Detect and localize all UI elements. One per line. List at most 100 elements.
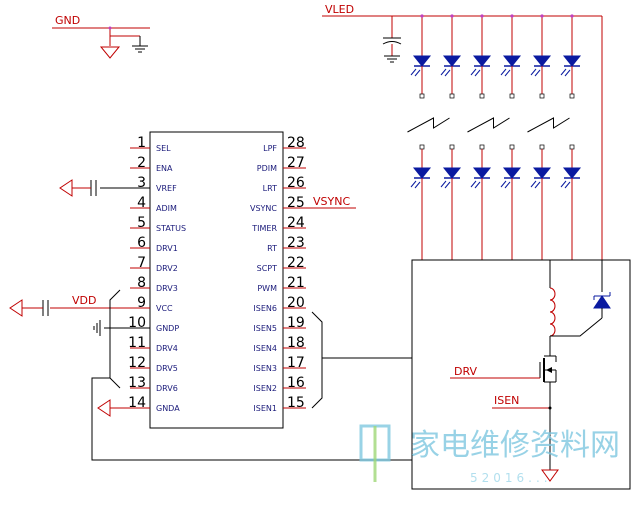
led-icon [560,55,582,77]
ic-pin-number: 14 [128,395,146,411]
drv-bus-wire [91,377,412,461]
led-icon [410,167,432,189]
ic-pin-number: 24 [287,215,305,231]
gndp-net [93,320,150,336]
break-mark-icon [407,117,450,133]
ic-pin-name: ISEN6 [253,304,277,313]
ic-pin-name: TIMER [251,224,277,233]
ic-pin-name: VSYNC [250,204,277,213]
ic-pin-number: 4 [137,195,146,211]
ic-pin-name: VREF [156,184,177,193]
ic-pin-name: ISEN2 [253,384,277,393]
vdd-net: VDD [9,294,150,317]
ic-pin-number: 25 [287,195,305,211]
ic-pin-name: DRV3 [156,284,178,293]
ic-pin-number: 11 [128,335,146,351]
drv-label: DRV [454,365,478,378]
ic-body [149,131,284,429]
boost-diode-icon [593,295,611,309]
led-icon [440,167,462,189]
ic-pin-number: 5 [137,215,146,231]
gnd-triangle-icon [59,179,73,197]
gnd-triangle-icon [97,399,111,417]
led-icon [530,55,552,77]
ic-pin-number: 28 [287,135,305,151]
ic-pin-name: LRT [263,184,277,193]
gnd-triangle-icon [9,299,23,317]
led-icon [500,55,522,77]
ic-pin-number: 6 [137,235,146,251]
ic-pin-number: 21 [287,275,305,291]
led-icon [410,55,432,77]
watermark-url: 52016... [470,471,552,485]
ic-pin-name: DRV4 [156,344,178,353]
power-stage-box [411,259,631,490]
led-icon [530,167,552,189]
watermark: 家电维修资料网 52016... [359,424,620,485]
ic-pin-name: DRV6 [156,384,178,393]
ic-pin-number: 18 [287,335,305,351]
ic-pin-number: 22 [287,255,305,271]
vref-net [59,179,150,197]
vled-label: VLED [325,3,354,16]
ic-pin-number: 7 [137,255,146,271]
gnd-triangle-icon [541,469,559,482]
ic-pin-name: PDIM [257,164,277,173]
ic-pin-name: SCPT [257,264,277,273]
break-mark-icon [467,117,510,133]
ic-pin-name: ADIM [156,204,177,213]
ic-pin-name: ISEN4 [253,344,277,353]
ic-pin-number: 15 [287,395,305,411]
ic-pin-name: GNDP [156,324,179,333]
gnd-label: GND [55,14,80,27]
ic-pin-number: 17 [287,355,305,371]
led-icon [500,167,522,189]
ic-pin-number: 16 [287,375,305,391]
led-icon [560,167,582,189]
ic-pin-number: 1 [137,135,146,151]
ic-pin-name: SEL [156,144,171,153]
ic-pin-name: DRV1 [156,244,178,253]
ic-pin-name: LPF [263,144,277,153]
ic-pin-name: GNDA [156,404,180,413]
isen-bus-bracket [311,311,323,409]
ic-pin-number: 12 [128,355,146,371]
ic-pin-number: 3 [137,175,146,191]
ic-pin-number: 10 [128,315,146,331]
led-strings [407,14,582,260]
ic-pin-name: ISEN3 [253,364,277,373]
ic-pin-name: RT [267,244,277,253]
vdd-label: VDD [72,294,96,307]
watermark-title: 家电维修资料网 [410,428,620,463]
ic-pin-number: 23 [287,235,305,251]
ic-pin-number: 27 [287,155,305,171]
ic-pin-name: STATUS [156,224,186,233]
ic-pin-name: ENA [156,164,173,173]
vled-net: VLED [322,3,603,260]
led-icon [470,167,492,189]
ic-pin-number: 8 [137,275,146,291]
ic-pin-number: 2 [137,155,146,171]
ic-pin-number: 13 [128,375,146,391]
drv-bus-bracket [109,289,121,389]
ic-pin-name: PWM [257,284,277,293]
ic-pin-name: DRV5 [156,364,178,373]
ic-pin-number: 19 [287,315,305,331]
boost-circuit: DRV ISEN [450,260,611,482]
vsync-label: VSYNC [313,195,350,208]
gnda-net [97,399,150,417]
isen-label: ISEN [494,394,519,407]
led-icon [440,55,462,77]
ic-pin-name: ISEN5 [253,324,277,333]
gnd-net: GND [52,14,150,59]
inductor-icon [549,287,556,337]
ic-pin-name: DRV2 [156,264,178,273]
ic-pin-name: ISEN1 [253,404,277,413]
ic-pin-number: 20 [287,295,305,311]
ic-pin-number: 9 [137,295,146,311]
ic-pin-name: VCC [156,304,173,313]
led-icon [470,55,492,77]
